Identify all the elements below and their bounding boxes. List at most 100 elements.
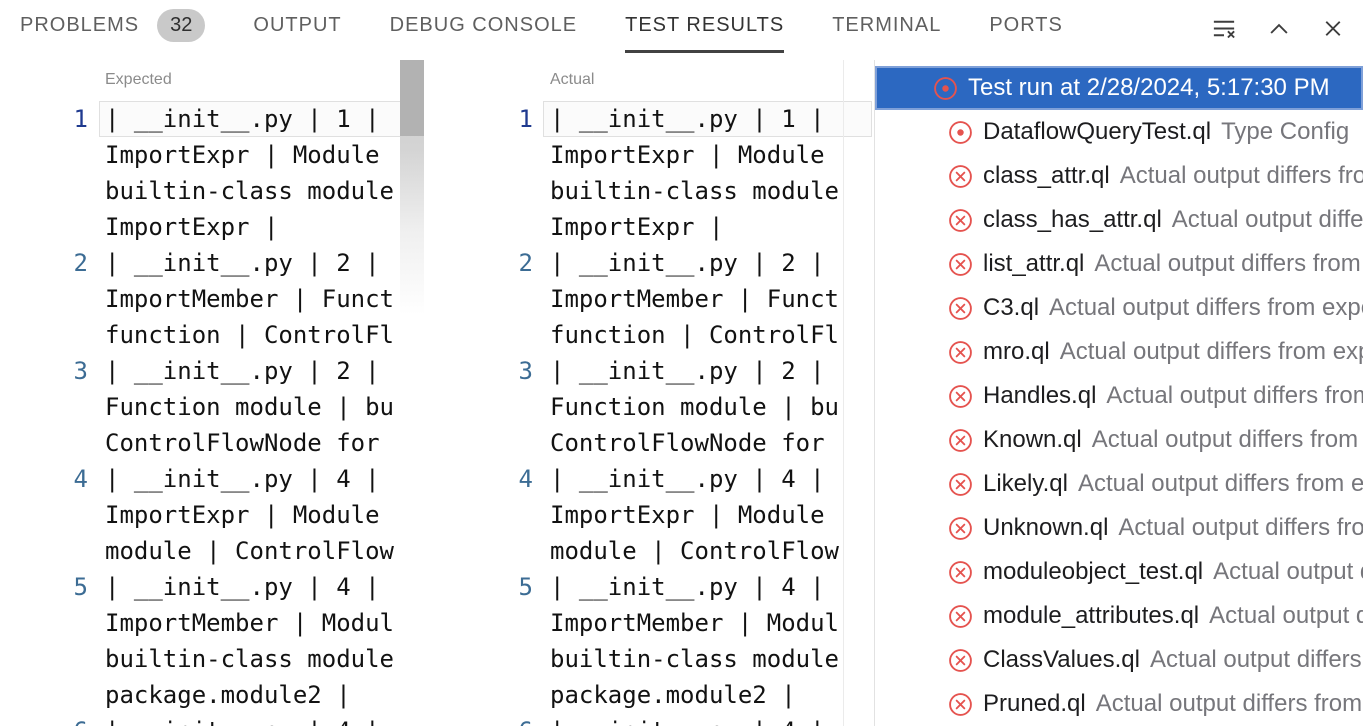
code-line[interactable]: ImportExpr | Module: [105, 141, 380, 169]
test-result-row[interactable]: Likely.ql Actual output differs from expe…: [875, 462, 1363, 506]
code-line[interactable]: ImportMember | Modul: [550, 609, 839, 637]
code-line[interactable]: function | ControlFl: [105, 321, 394, 349]
code-line[interactable]: builtin-class module: [105, 177, 394, 205]
code-row: ControlFlowNode for: [0, 425, 430, 461]
tab-terminal[interactable]: TERMINAL: [832, 13, 942, 36]
test-message: Actual output differs from expected outp…: [1077, 470, 1363, 497]
code-line[interactable]: ImportExpr | Module: [550, 501, 825, 529]
code-line[interactable]: builtin-class module: [550, 177, 839, 205]
test-file-name: Likely.ql: [983, 470, 1068, 497]
code-row: module | ControlFlow: [0, 533, 430, 569]
test-results-tree: Test run at 2/28/2024, 5:17:30 PM Datafl…: [874, 60, 1363, 726]
test-file-name: class_attr.ql: [983, 162, 1110, 189]
test-result-row[interactable]: Pruned.ql Actual output differs from expe…: [875, 682, 1363, 726]
code-line[interactable]: module | ControlFlow: [105, 537, 394, 565]
code-row: 3| __init__.py | 2 |: [430, 353, 874, 389]
code-line[interactable]: | __init__.py | 4 |: [550, 465, 825, 493]
code-line[interactable]: | __init__.py | 2 |: [550, 357, 825, 385]
code-line[interactable]: module | ControlFlow: [550, 537, 839, 565]
code-line[interactable]: ControlFlowNode for: [105, 429, 380, 457]
code-line[interactable]: | __init__.py | 2 |: [105, 357, 380, 385]
tab-output[interactable]: OUTPUT: [253, 13, 342, 36]
error-icon: [949, 208, 972, 232]
code-line[interactable]: | __init__.py | 4 |: [105, 573, 380, 601]
error-icon: [949, 164, 972, 188]
line-number: 3: [73, 357, 88, 385]
test-run-row[interactable]: Test run at 2/28/2024, 5:17:30 PM: [875, 66, 1363, 110]
expected-scrollbar-track: [400, 60, 424, 726]
test-file-name: Unknown.ql: [983, 514, 1109, 541]
code-row: 1| __init__.py | 1 |: [0, 101, 430, 137]
code-line[interactable]: ImportMember | Funct: [105, 285, 394, 313]
test-run-label: Test run at 2/28/2024, 5:17:30 PM: [968, 74, 1330, 101]
error-icon: [949, 560, 972, 584]
code-row: ControlFlowNode for: [430, 425, 874, 461]
test-message: Actual output differs from expected outp…: [1094, 250, 1363, 277]
code-line[interactable]: | __init__.py | 1 |: [105, 105, 380, 133]
code-line[interactable]: | __init__.py | 4 |: [550, 713, 825, 726]
line-number: 2: [73, 249, 88, 277]
test-file-name: Handles.ql: [983, 382, 1097, 409]
code-line[interactable]: function | ControlFl: [550, 321, 839, 349]
code-line[interactable]: ControlFlowNode for: [550, 429, 825, 457]
code-line[interactable]: ImportMember | Funct: [550, 285, 839, 313]
code-row: package.module2 |: [430, 677, 874, 713]
code-line[interactable]: ImportExpr |: [105, 213, 279, 241]
close-panel-icon[interactable]: [1319, 15, 1347, 42]
clear-output-icon[interactable]: [1209, 15, 1239, 42]
tab-debug-console[interactable]: DEBUG CONSOLE: [389, 13, 578, 36]
tab-problems[interactable]: PROBLEMS 32: [20, 0, 206, 53]
tree: Test run at 2/28/2024, 5:17:30 PM Datafl…: [875, 66, 1363, 726]
code-line[interactable]: | __init__.py | 4 |: [550, 573, 825, 601]
tab-ports[interactable]: PORTS: [989, 13, 1063, 36]
code-row: builtin-class module: [0, 641, 430, 677]
code-line[interactable]: package.module2 |: [105, 681, 351, 709]
line-number: 4: [73, 465, 88, 493]
problems-badge: 32: [157, 8, 206, 42]
line-number: 5: [518, 573, 533, 601]
code-line[interactable]: builtin-class module: [550, 645, 839, 673]
test-file-name: DataflowQueryTest.ql: [983, 118, 1212, 145]
test-result-row[interactable]: DataflowQueryTest.ql Type Config: [875, 110, 1363, 154]
code-row: Function module | bu: [0, 389, 430, 425]
tab-problems-label: PROBLEMS: [20, 13, 140, 36]
test-message: Type Config: [1221, 118, 1350, 145]
test-message: Actual output differs from expected outp…: [1091, 426, 1363, 453]
maximize-panel-icon[interactable]: [1265, 15, 1293, 42]
expected-scrollbar-thumb[interactable]: [400, 60, 424, 136]
code-line[interactable]: Function module | bu: [550, 393, 839, 421]
test-file-name: moduleobject_test.ql: [983, 558, 1204, 585]
code-line[interactable]: builtin-class module: [105, 645, 394, 673]
code-line[interactable]: | __init__.py | 2 |: [105, 249, 380, 277]
code-row: builtin-class module: [430, 641, 874, 677]
error-icon: [949, 384, 972, 408]
test-message: Actual output differs from expected outp…: [1095, 690, 1363, 717]
test-file-name: Pruned.ql: [983, 690, 1086, 717]
code-line[interactable]: | __init__.py | 2 |: [550, 249, 825, 277]
code-line[interactable]: package.module2 |: [550, 681, 796, 709]
code-line[interactable]: | __init__.py | 4 |: [105, 465, 380, 493]
code-line[interactable]: ImportMember | Modul: [105, 609, 394, 637]
code-line[interactable]: ImportExpr | Module: [550, 141, 825, 169]
line-number: 6: [430, 713, 533, 726]
code-line[interactable]: Function module | bu: [105, 393, 394, 421]
error-icon: [949, 692, 972, 716]
tab-test-results[interactable]: TEST RESULTS: [625, 0, 785, 53]
code-line[interactable]: | __init__.py | 4 |: [105, 713, 380, 726]
code-line[interactable]: | __init__.py | 1 |: [550, 105, 825, 133]
code-line[interactable]: ImportExpr |: [550, 213, 724, 241]
test-file-name: class_has_attr.ql: [983, 206, 1162, 233]
expected-code: 1| __init__.py | 1 | ImportExpr | Module b…: [0, 101, 430, 726]
code-line[interactable]: ImportExpr | Module: [105, 501, 380, 529]
